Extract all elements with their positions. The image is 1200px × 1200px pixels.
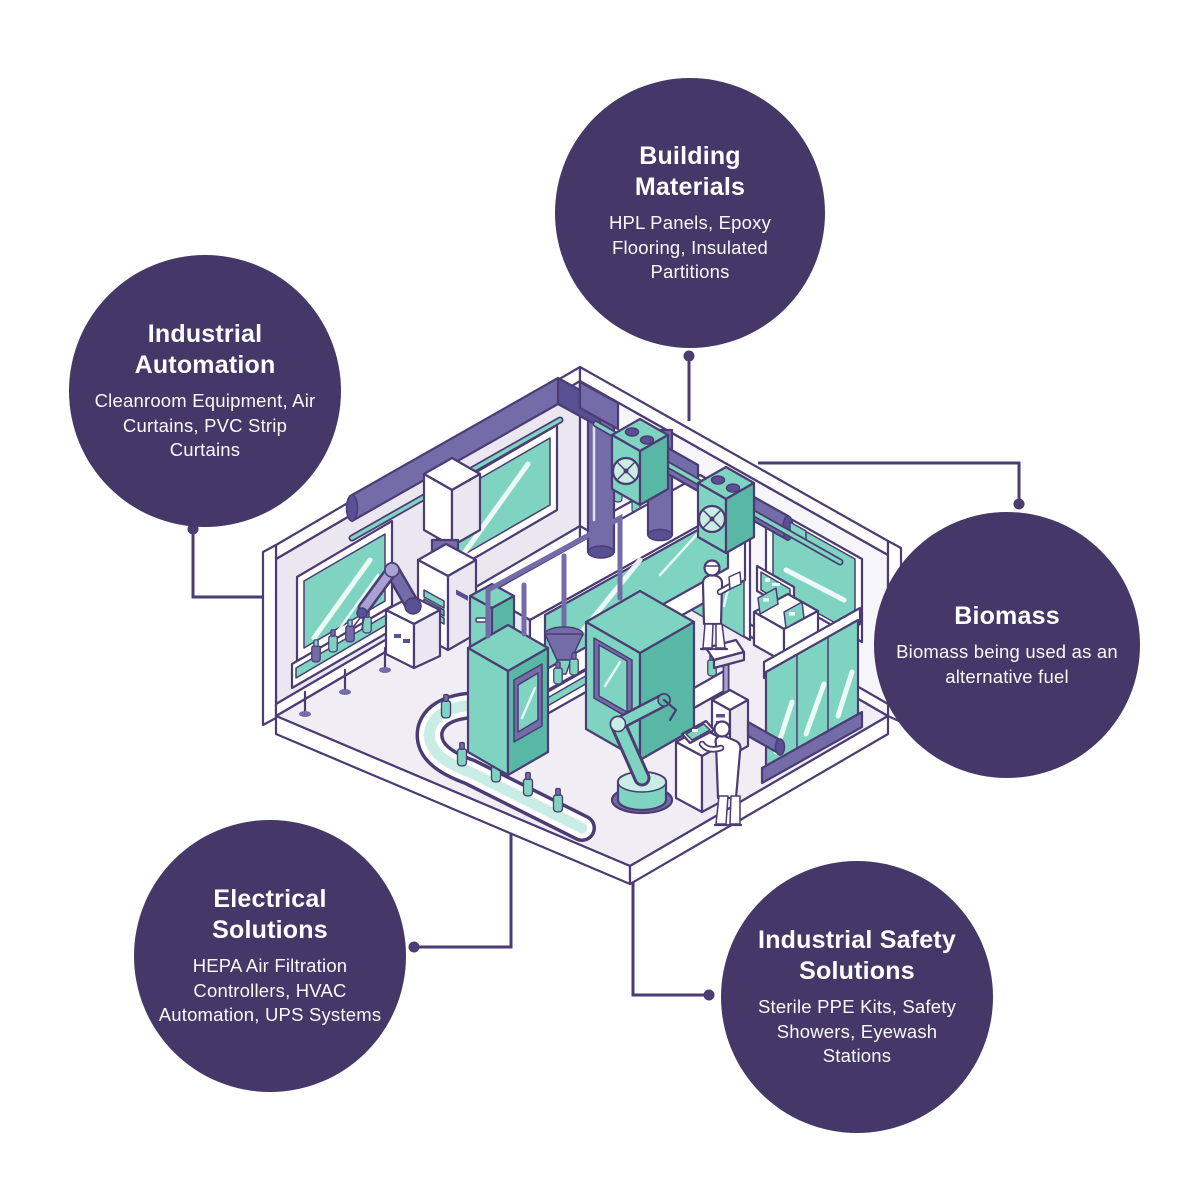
connector-industrial-safety — [631, 875, 715, 1001]
worker-at-terminal — [698, 720, 743, 827]
connector-building-materials — [683, 350, 695, 421]
bubble-description: Sterile PPE Kits, Safety Showers, Eyewas… — [757, 996, 957, 1067]
filling-machine-right — [584, 589, 696, 762]
bubble-electrical-solutions: Electrical Solutions HEPA Air Filtration… — [134, 820, 406, 1092]
worker-at-door — [699, 559, 742, 651]
bubble-description: Biomass being used as an alternative fue… — [896, 641, 1118, 687]
sanitizer-station — [704, 638, 786, 758]
fan-unit-1 — [610, 417, 670, 507]
bubble-title: Biomass — [954, 601, 1060, 630]
purple-robot-arm — [353, 562, 422, 629]
bubble-description: HPL Panels, Epoxy Flooring, Insulated Pa… — [608, 212, 772, 283]
fan-unit-2 — [696, 465, 756, 555]
filling-machine-left — [466, 623, 550, 777]
bubble-description: HEPA Air Filtration Controllers, HVAC Au… — [158, 955, 382, 1026]
bubble-title: Electrical Solutions — [212, 885, 328, 944]
bubble-description: Cleanroom Equipment, Air Curtains, PVC S… — [94, 390, 316, 461]
teal-robot-arm — [609, 693, 678, 815]
bubble-title: Industrial Automation — [134, 320, 276, 379]
bubble-industrial-automation: Industrial Automation Cleanroom Equipmen… — [69, 255, 341, 527]
connector-electrical-solutions — [408, 825, 513, 953]
conveyor-control-box — [384, 594, 442, 670]
bubble-title: Industrial Safety Solutions — [758, 926, 956, 985]
bubble-title: Building Materials — [634, 142, 746, 201]
bubble-building-materials: Building Materials HPL Panels, Epoxy Flo… — [555, 78, 825, 348]
bubble-biomass: Biomass Biomass being used as an alterna… — [874, 512, 1140, 778]
overhead-gantry — [485, 513, 623, 639]
connector-biomass — [758, 461, 1025, 510]
bubble-industrial-safety-solutions: Industrial Safety Solutions Sterile PPE … — [721, 861, 993, 1133]
